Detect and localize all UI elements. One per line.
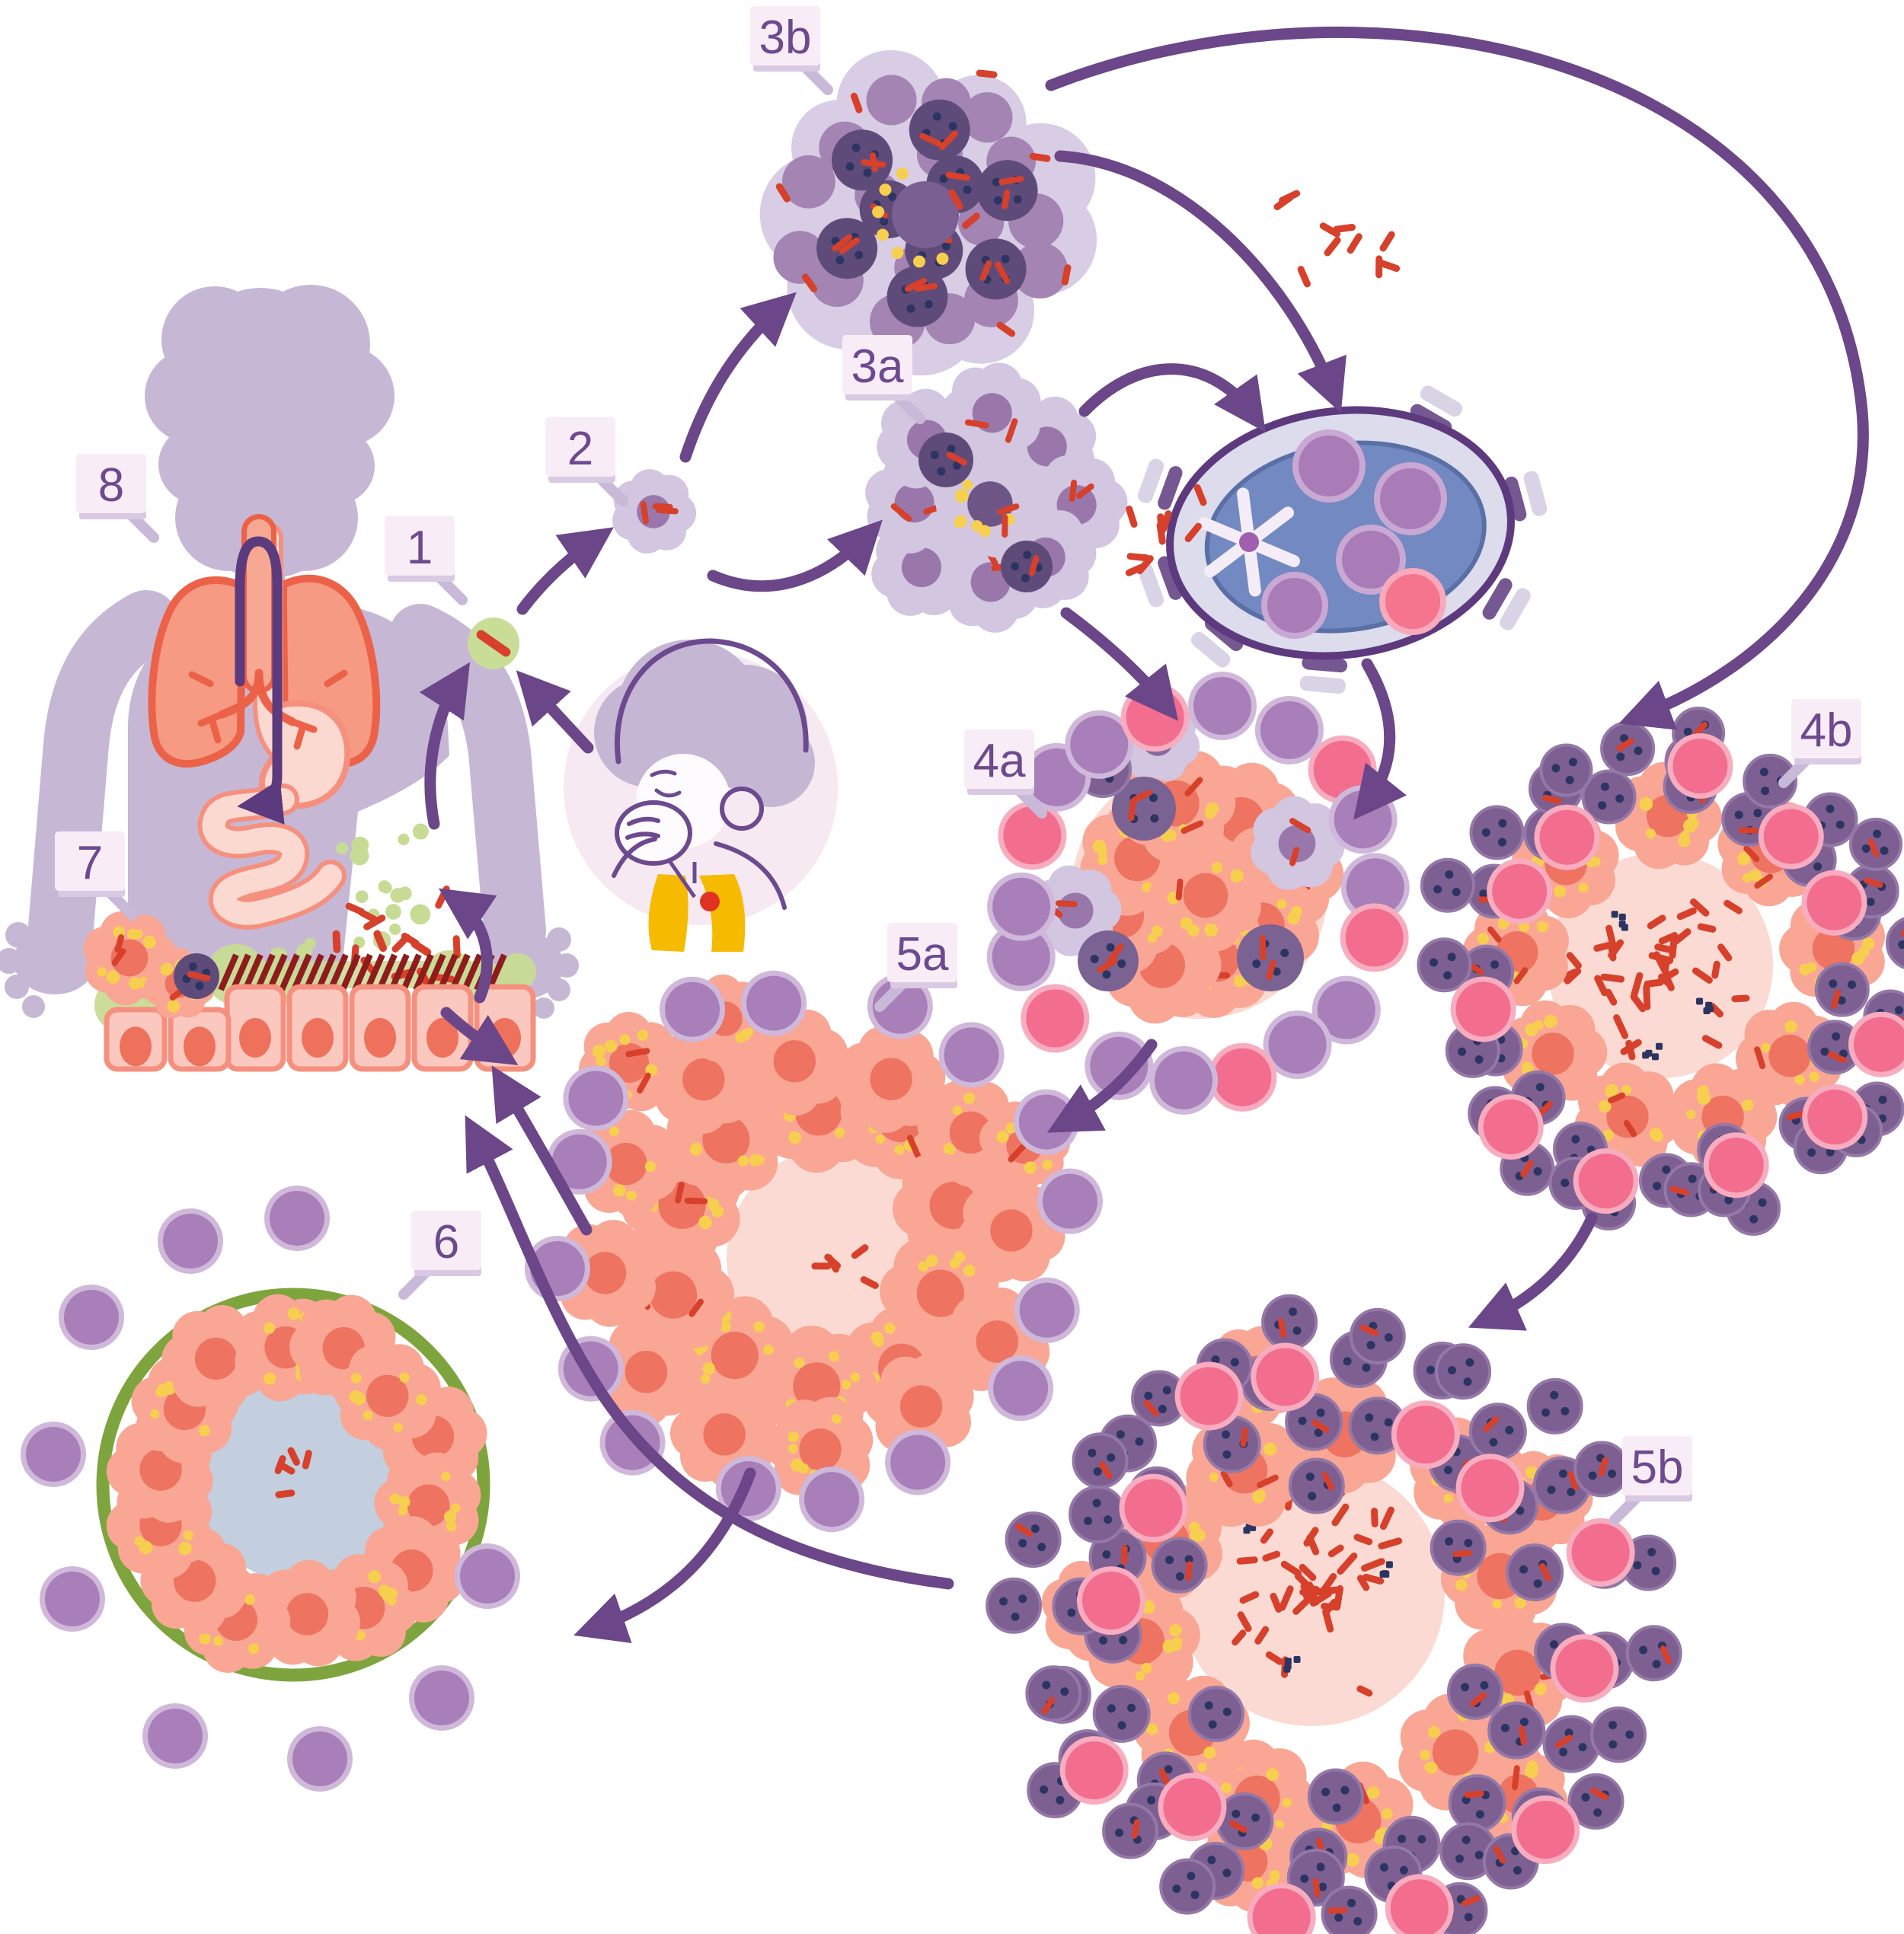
arrow-node-to-4a: [1353, 658, 1407, 820]
arrow-3a-to-node: [1078, 363, 1266, 432]
step-labels: 1 2 3a 3b 4a 4b 5a 5b 6 7 8: [55, 6, 1861, 1525]
label-3b: 3b: [750, 6, 833, 95]
label-text-2: 2: [567, 423, 593, 475]
right-arm: [389, 604, 579, 1019]
epithelial-cell: [349, 984, 411, 1072]
arrow-epithelium-up-airway: [438, 888, 497, 1004]
epithelial-cell: [286, 984, 349, 1072]
active-granuloma-5b: [986, 1294, 1682, 1934]
lymph-node: [1137, 385, 1548, 694]
necrotic-cluster-3b: [759, 49, 1097, 376]
arrow-5b-to-epithelium: [465, 1115, 954, 1590]
epithelial-cell: [104, 1007, 168, 1072]
arrow-mucociliary-swallow: [235, 536, 285, 825]
arrow-macrophage-to-3b: [679, 292, 797, 463]
arrow-macrophage-to-3a: [707, 519, 883, 592]
label-1: 1: [385, 516, 468, 605]
arrow-3a-to-4a: [1060, 607, 1179, 721]
contained-granuloma-6: [21, 1186, 520, 1792]
controlled-granuloma-5a: [524, 970, 1103, 1533]
label-text-4a: 4a: [973, 735, 1026, 787]
bacteria-spray: [270, 823, 461, 989]
label-text-8: 8: [98, 459, 124, 512]
label-text-7: 7: [77, 837, 103, 889]
human-body: [0, 285, 579, 1019]
bacteria-scatter: [1125, 484, 1207, 576]
epithelial-cell: [224, 984, 286, 1072]
label-text-4b: 4b: [1800, 704, 1853, 757]
trachea: [188, 514, 348, 750]
epithelial-cell: [168, 1007, 232, 1072]
label-text-1: 1: [407, 522, 433, 574]
label-text-3a: 3a: [851, 340, 904, 393]
label-7: 7: [55, 831, 138, 921]
neutrophilic-granuloma-4b: [1417, 706, 1904, 1237]
arrow-4b-to-5b: [1468, 1212, 1598, 1331]
arrow-airway-to-epithelium: [440, 1007, 519, 1065]
label-text-3b: 3b: [759, 11, 812, 64]
arrow-3b-to-4b: [1045, 26, 1869, 730]
dendritic-cell: [1198, 487, 1300, 597]
label-5b: 5b: [1609, 1436, 1692, 1525]
left-arm: [0, 590, 179, 1018]
macrophage-cluster-3a: [865, 362, 1128, 633]
arrow-cough-to-droplet: [516, 670, 594, 754]
label-text-5b: 5b: [1631, 1441, 1684, 1494]
mucus: [500, 953, 536, 990]
mucosal-macrophages: [83, 911, 219, 1019]
label-3a: 3a: [842, 335, 925, 424]
label-4b: 4b: [1778, 699, 1861, 788]
arrow-3b-to-node: [1054, 150, 1347, 413]
label-2: 2: [545, 417, 628, 506]
early-granuloma-4a: [986, 672, 1410, 1115]
label-5a: 5a: [874, 923, 957, 1012]
label-text-5a: 5a: [896, 928, 949, 981]
arrow-5a-to-6: [573, 1467, 756, 1644]
flow-arrows: [419, 26, 1869, 1644]
arrow-4a-to-5a: [1046, 1039, 1158, 1133]
infectious-droplet: [468, 618, 519, 669]
arrow-5a-to-epithelium: [491, 1065, 593, 1236]
arrow-droplet-to-macrophage: [516, 527, 614, 615]
label-text-6: 6: [433, 1216, 459, 1269]
label-6: 6: [398, 1211, 481, 1300]
coughing-person: [564, 638, 838, 952]
alveolar-macrophage: [612, 469, 697, 554]
bacteria-scatter: [1273, 190, 1401, 288]
label-8: 8: [76, 454, 159, 543]
label-4a: 4a: [964, 729, 1047, 819]
esophagus-stomach-intestine: [197, 522, 351, 930]
arrow-airway-to-droplet: [419, 662, 471, 830]
